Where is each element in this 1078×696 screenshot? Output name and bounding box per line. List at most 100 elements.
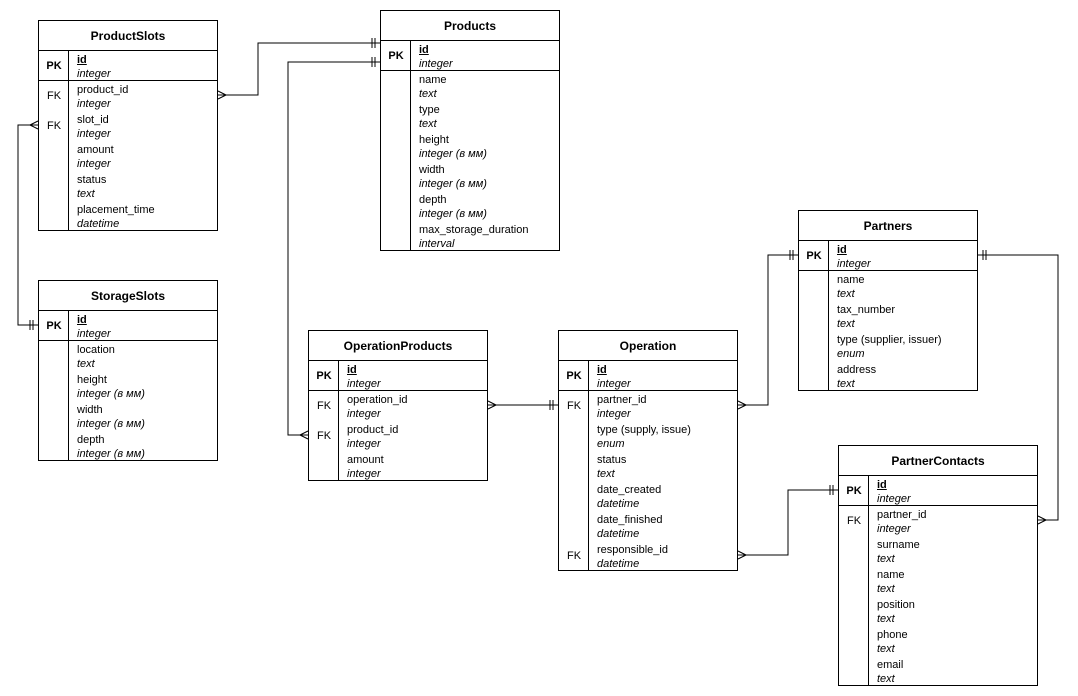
field-row: date_finished datetime xyxy=(559,511,737,541)
field-type: integer (в мм) xyxy=(77,418,145,430)
field-name: id xyxy=(77,54,87,66)
many-marker xyxy=(217,94,227,100)
field-row: amount integer xyxy=(39,141,217,171)
field-name: name xyxy=(419,74,447,86)
field-name: id xyxy=(347,364,357,376)
field-row: type (supply, issue)enum xyxy=(559,421,737,451)
relationship-operation-partnercontacts xyxy=(738,489,838,556)
field-name: slot_id xyxy=(77,114,109,126)
key-badge-pk: PK xyxy=(316,370,332,382)
key-badge-fk: FK xyxy=(46,90,62,102)
field-type: interval xyxy=(419,238,455,250)
key-badge-fk: FK xyxy=(566,400,582,412)
relationship-operationproducts-products xyxy=(287,61,380,436)
field-type: integer xyxy=(837,258,871,270)
field-type: integer xyxy=(77,328,111,340)
relationship-productslots-storageslots xyxy=(17,124,38,326)
field-name: type (supply, issue) xyxy=(597,424,691,436)
key-column-divider xyxy=(39,311,69,460)
key-badge-fk: FK xyxy=(316,400,332,412)
many-marker xyxy=(737,554,747,560)
relationship-operation-partners xyxy=(738,254,798,406)
key-badge-pk: PK xyxy=(806,250,822,262)
field-name: type (supplier, issuer) xyxy=(837,334,942,346)
field-name: name xyxy=(837,274,865,286)
field-type: integer (в мм) xyxy=(419,148,487,160)
field-type: text xyxy=(837,378,855,390)
entity-title: Partners xyxy=(799,211,977,241)
key-badge-fk: FK xyxy=(846,515,862,527)
field-row: name text xyxy=(381,71,559,101)
key-column-divider xyxy=(39,51,69,230)
field-name: amount xyxy=(347,454,384,466)
field-name: depth xyxy=(419,194,447,206)
field-type: enum xyxy=(837,348,865,360)
field-name: date_finished xyxy=(597,514,663,526)
field-name: surname xyxy=(877,539,920,551)
field-type: integer xyxy=(347,468,381,480)
field-name: status xyxy=(77,174,107,186)
field-type: integer (в мм) xyxy=(419,208,487,220)
many-marker xyxy=(487,404,497,410)
field-name: id xyxy=(597,364,607,376)
key-column-divider xyxy=(799,241,829,390)
field-type: integer xyxy=(77,68,111,80)
key-column-divider xyxy=(839,476,869,685)
key-badge-fk: FK xyxy=(566,550,582,562)
field-type: integer xyxy=(877,493,911,505)
field-name: location xyxy=(77,344,115,356)
field-name: tax_number xyxy=(837,304,896,316)
field-type: integer xyxy=(597,408,631,420)
field-type: datetime xyxy=(597,528,640,540)
field-type: integer xyxy=(419,58,453,70)
many-marker xyxy=(29,120,39,126)
key-column-divider xyxy=(559,361,589,570)
field-type: text xyxy=(877,673,895,685)
field-type: integer (в мм) xyxy=(77,388,145,400)
field-type: integer xyxy=(77,98,111,110)
key-column-divider xyxy=(381,41,411,250)
many-marker xyxy=(299,430,309,436)
field-type: integer xyxy=(77,158,111,170)
field-row: amount integer xyxy=(309,451,487,480)
field-type: text xyxy=(419,88,437,100)
field-type: text xyxy=(597,468,615,480)
field-type: text xyxy=(837,318,855,330)
key-badge-pk: PK xyxy=(566,370,582,382)
field-name: amount xyxy=(77,144,114,156)
many-marker xyxy=(299,434,309,440)
key-badge-pk: PK xyxy=(46,320,62,332)
many-marker xyxy=(737,550,747,556)
field-name: height xyxy=(77,374,107,386)
field-name: operation_id xyxy=(347,394,408,406)
field-name: id xyxy=(77,314,87,326)
field-type: text xyxy=(877,613,895,625)
field-type: text xyxy=(419,118,437,130)
field-name: date_created xyxy=(597,484,662,496)
